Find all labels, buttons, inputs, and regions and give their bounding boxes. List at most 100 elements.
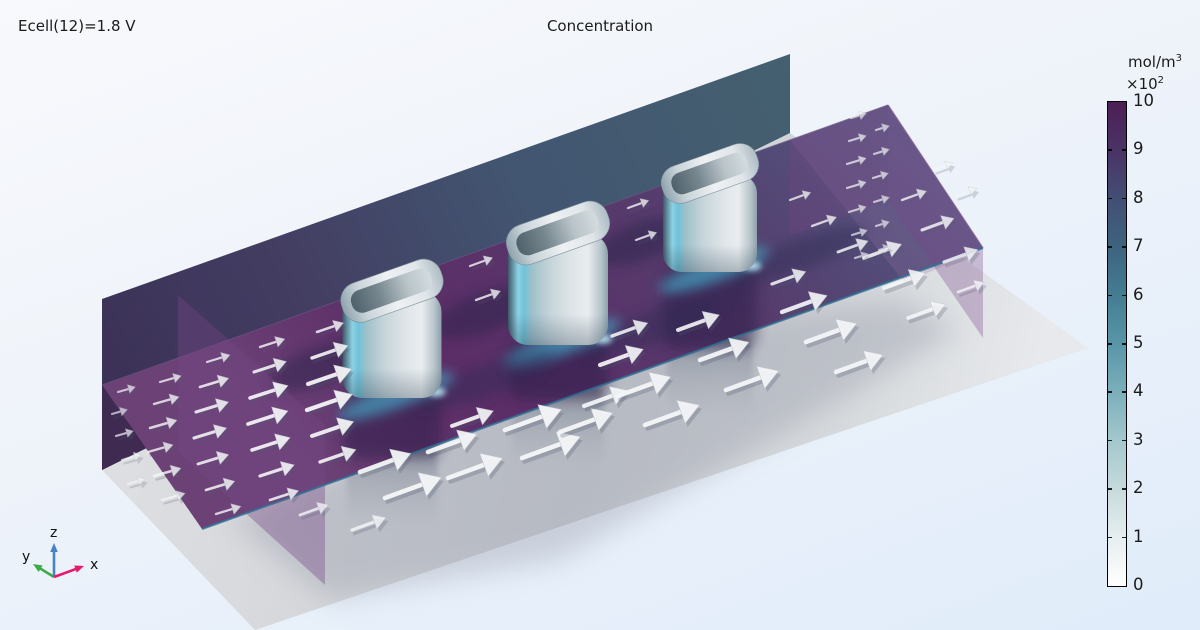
pillar-rim xyxy=(506,200,610,266)
x-axis-arrow xyxy=(53,567,78,579)
flow-arrow xyxy=(110,406,128,417)
flow-arrow xyxy=(196,451,230,466)
flow-arrow xyxy=(468,255,493,268)
flow-arrow xyxy=(900,188,927,202)
colorbar-tick-mark xyxy=(1122,343,1126,345)
flow-arrow xyxy=(502,404,562,433)
colorbar-tick-label: 2 xyxy=(1133,478,1144,498)
x-axis-head xyxy=(74,565,84,573)
y-axis-arrow xyxy=(38,566,55,579)
flow-arrow xyxy=(214,503,242,516)
flow-arrow xyxy=(803,318,858,345)
flow-arrow xyxy=(845,179,867,190)
flow-arrow xyxy=(850,227,868,238)
flow-arrow xyxy=(853,251,869,261)
flow-arrow xyxy=(382,472,442,501)
electrode-pillar xyxy=(269,258,557,459)
flow-arrow xyxy=(845,155,867,166)
flow-arrow xyxy=(298,501,329,517)
colorbar-tick-mark xyxy=(1122,439,1126,442)
flow-arrow xyxy=(194,398,229,414)
flow-arrow xyxy=(114,428,134,438)
colorbar-tick-mark xyxy=(1108,197,1112,200)
flow-arrow xyxy=(942,246,979,264)
flow-arrow xyxy=(847,204,867,214)
pillar-rim xyxy=(660,143,760,204)
plot-title: Concentration xyxy=(546,17,654,35)
colorbar-tick-mark xyxy=(1122,246,1126,248)
flow-arrow xyxy=(126,476,146,486)
flow-arrow xyxy=(120,451,142,462)
colorbar-tick-label: 5 xyxy=(1133,333,1144,352)
outlet-arrow-plane-lower xyxy=(888,105,983,338)
flow-arrow xyxy=(833,350,884,375)
flow-arrow xyxy=(450,407,494,428)
pillar-wake-shadow xyxy=(582,297,724,357)
flow-arrow xyxy=(872,194,890,205)
colorbar-tick-mark xyxy=(1108,391,1112,393)
flow-arrow xyxy=(642,400,700,428)
colorbar-tick-mark xyxy=(1108,536,1112,539)
colorbar-tick-mark xyxy=(1122,149,1126,151)
flow-arrow xyxy=(954,186,978,198)
flow-arrow xyxy=(557,407,614,435)
flow-arrow xyxy=(872,146,890,157)
flow-arrow xyxy=(152,393,180,406)
parameter-value-label: Ecell(12)=1.8 V xyxy=(18,17,136,35)
slice-back-edge xyxy=(101,104,889,386)
flow-arrow xyxy=(445,453,503,481)
colorbar-tick-mark xyxy=(1122,536,1126,539)
pillar-inner-opening xyxy=(671,152,748,195)
colorbar-tick-mark xyxy=(1108,294,1112,297)
flow-arrow xyxy=(849,110,867,121)
flow-arrow xyxy=(519,431,581,461)
colorbar-tick-mark xyxy=(1108,488,1112,490)
flow-arrow xyxy=(192,424,227,440)
flow-arrow xyxy=(932,161,954,172)
colorbar-tick-mark xyxy=(1122,391,1126,393)
colorbar-gradient xyxy=(1107,101,1127,587)
colorbar-tick-mark xyxy=(1108,343,1112,345)
flow-arrow xyxy=(615,371,672,399)
flow-arrow xyxy=(770,268,807,286)
y-axis-head xyxy=(33,564,43,572)
pillar-inner-opening xyxy=(516,210,599,256)
y-axis-label: y xyxy=(22,549,30,565)
flow-arrow xyxy=(474,288,501,302)
inlet-arrow-plane xyxy=(178,295,325,585)
flow-arrow xyxy=(877,244,891,254)
flow-arrow xyxy=(205,352,231,364)
flow-arrow xyxy=(357,448,412,475)
z-axis-head xyxy=(50,543,58,552)
colorbar-tick-mark xyxy=(1108,246,1112,248)
flow-arrow xyxy=(847,133,867,143)
colorbar-tick-mark xyxy=(1122,294,1126,297)
electrode-pillar xyxy=(593,143,866,349)
flow-arrow xyxy=(956,279,985,294)
flow-arrow xyxy=(350,514,387,532)
colorbar-tick-mark xyxy=(1108,439,1112,442)
colorbar-tick-label: 6 xyxy=(1133,284,1144,304)
z-axis-label: z xyxy=(50,525,57,541)
flow-arrow xyxy=(152,464,182,478)
flow-arrow xyxy=(779,291,828,315)
flow-arrow xyxy=(198,374,230,389)
slice-front-edge xyxy=(201,246,984,531)
flow-arrow xyxy=(268,487,299,502)
colorbar-tick-label: 1 xyxy=(1133,526,1144,546)
flow-arrow xyxy=(204,477,236,492)
flow-arrow xyxy=(310,341,349,360)
x-axis-label: x xyxy=(90,557,98,573)
colorbar-tick-label: 4 xyxy=(1133,381,1144,401)
flow-arrow-shadow xyxy=(957,190,980,201)
flow-arrow xyxy=(258,461,295,478)
flow-arrow xyxy=(246,406,289,426)
flow-arrow xyxy=(146,441,174,454)
flow-arrow xyxy=(304,389,353,413)
colorbar-tick-label: 10 xyxy=(1133,91,1154,110)
flow-arrow xyxy=(697,337,750,363)
slice-outlet-edge xyxy=(887,104,984,249)
colorbar-tick-label: 0 xyxy=(1133,575,1144,594)
